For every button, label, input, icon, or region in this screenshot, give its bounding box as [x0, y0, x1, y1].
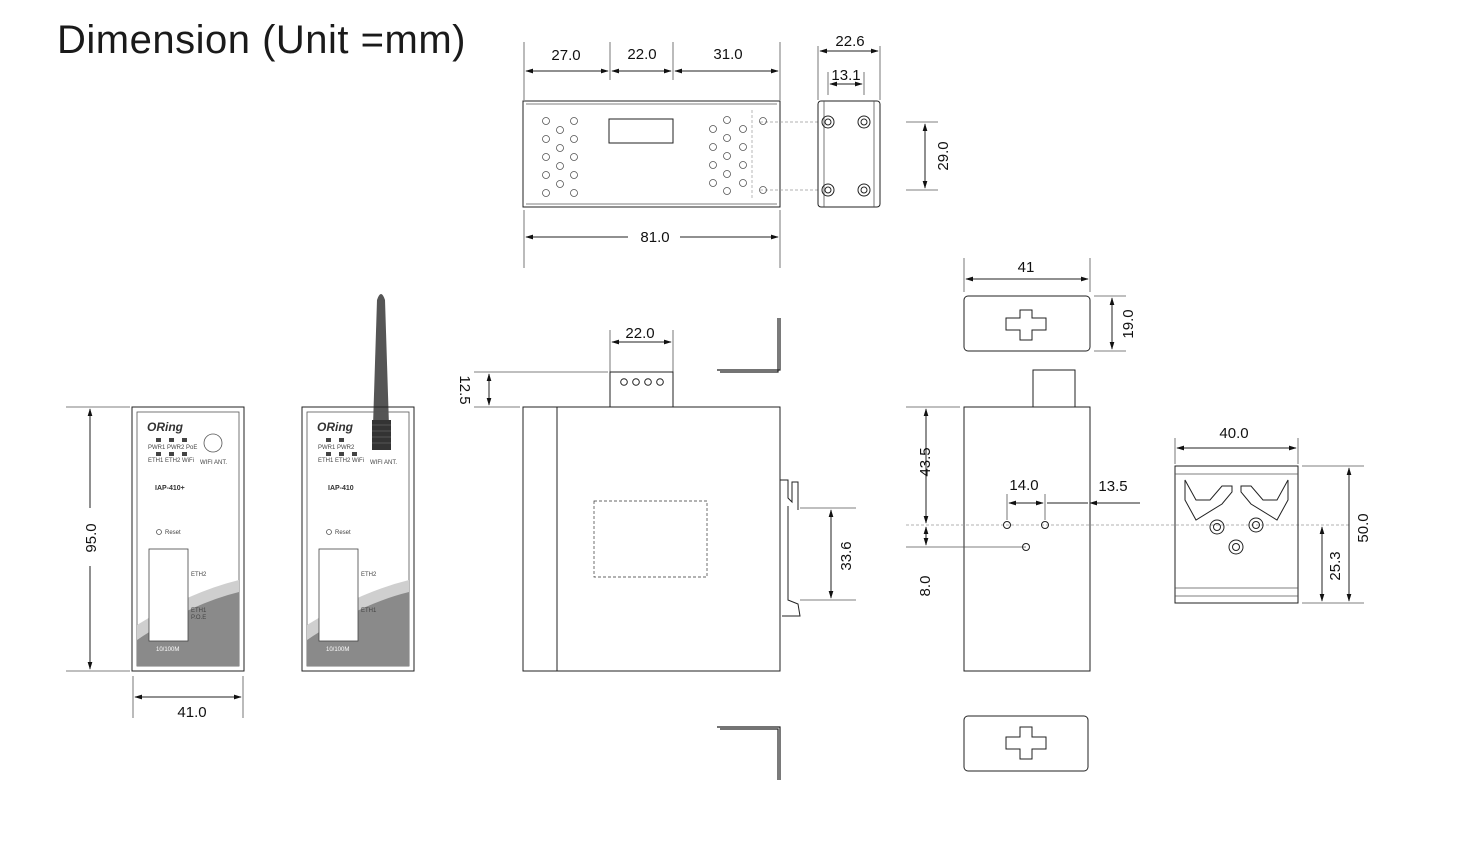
dim-front-height: 95.0: [83, 523, 100, 552]
brand-logo: ORing: [147, 420, 184, 434]
dim-clip-height: 19.0: [1120, 309, 1137, 338]
led-labels-bottom: ETH1 ETH2 WiFi: [318, 458, 364, 464]
dim-din-height: 50.0: [1355, 513, 1372, 542]
led-labels-top: PWR1 PWR2: [318, 445, 355, 451]
top-vent-holes: [542, 116, 767, 197]
dim-top-seg3: 31.0: [713, 46, 742, 63]
side-view-bracket: 22.6 13.1 29.0: [817, 33, 952, 208]
side-view-main: 22.0 12.5 33.6: [456, 318, 856, 780]
model-name: IAP-410+: [155, 485, 185, 492]
dim-top-seg2: 22.0: [627, 46, 656, 63]
eth2-label: ETH2: [361, 572, 377, 578]
dim-back-upper: 43.5: [917, 447, 934, 476]
led-labels-top: PWR1 PWR2 PoE: [148, 445, 197, 451]
dim-din-width: 40.0: [1219, 425, 1248, 442]
dim-conn-width: 22.0: [625, 325, 654, 342]
speed-label: 10/100M: [326, 647, 349, 653]
dim-front-width: 41.0: [177, 704, 206, 721]
dim-side-width: 22.6: [835, 33, 864, 50]
wifi-ant-label: WIFI ANT.: [200, 460, 227, 466]
reset-label: Reset: [165, 530, 181, 536]
eth1-label: ETH1: [191, 608, 207, 614]
dim-top-total: 81.0: [640, 229, 669, 246]
eth2-label: ETH2: [191, 572, 207, 578]
dim-hole-a: 14.0: [1009, 477, 1038, 494]
poe-label: P.O.E: [191, 615, 206, 621]
front-view-iap410plus: 95.0 ORing PWR1 PWR2 PoE ETH1 ETH2 WiFi …: [66, 406, 245, 721]
dim-din-offset: 25.3: [1327, 551, 1344, 580]
dim-back-lower: 8.0: [917, 576, 934, 597]
led-labels-bottom: ETH1 ETH2 WiFi: [148, 458, 194, 464]
top-view: 27.0 22.0 31.0 81: [522, 42, 820, 268]
dim-hole-b: 13.5: [1098, 478, 1127, 495]
din-rail-clip: 40.0 50.0 25.3: [1174, 425, 1372, 604]
dim-conn-height: 12.5: [456, 375, 473, 404]
eth1-label: ETH1: [361, 608, 377, 614]
model-name: IAP-410: [328, 485, 354, 492]
dim-side-height: 29.0: [935, 141, 952, 170]
brand-logo: ORing: [317, 420, 354, 434]
dim-side-inner: 13.1: [831, 67, 860, 84]
page-title: Dimension (Unit =mm): [57, 18, 466, 62]
dim-top-seg1: 27.0: [551, 47, 580, 64]
reset-label: Reset: [335, 530, 351, 536]
back-view: 41 19.0 43.5 8.0 14.0 13.5: [906, 258, 1350, 772]
dim-rail-span: 33.6: [838, 541, 855, 570]
wifi-ant-label: WIFI ANT.: [370, 460, 397, 466]
speed-label: 10/100M: [156, 647, 179, 653]
front-view-iap410: ORing PWR1 PWR2 ETH1 ETH2 WiFi WIFI ANT.…: [301, 294, 415, 672]
dim-clip-width: 41: [1018, 259, 1035, 276]
